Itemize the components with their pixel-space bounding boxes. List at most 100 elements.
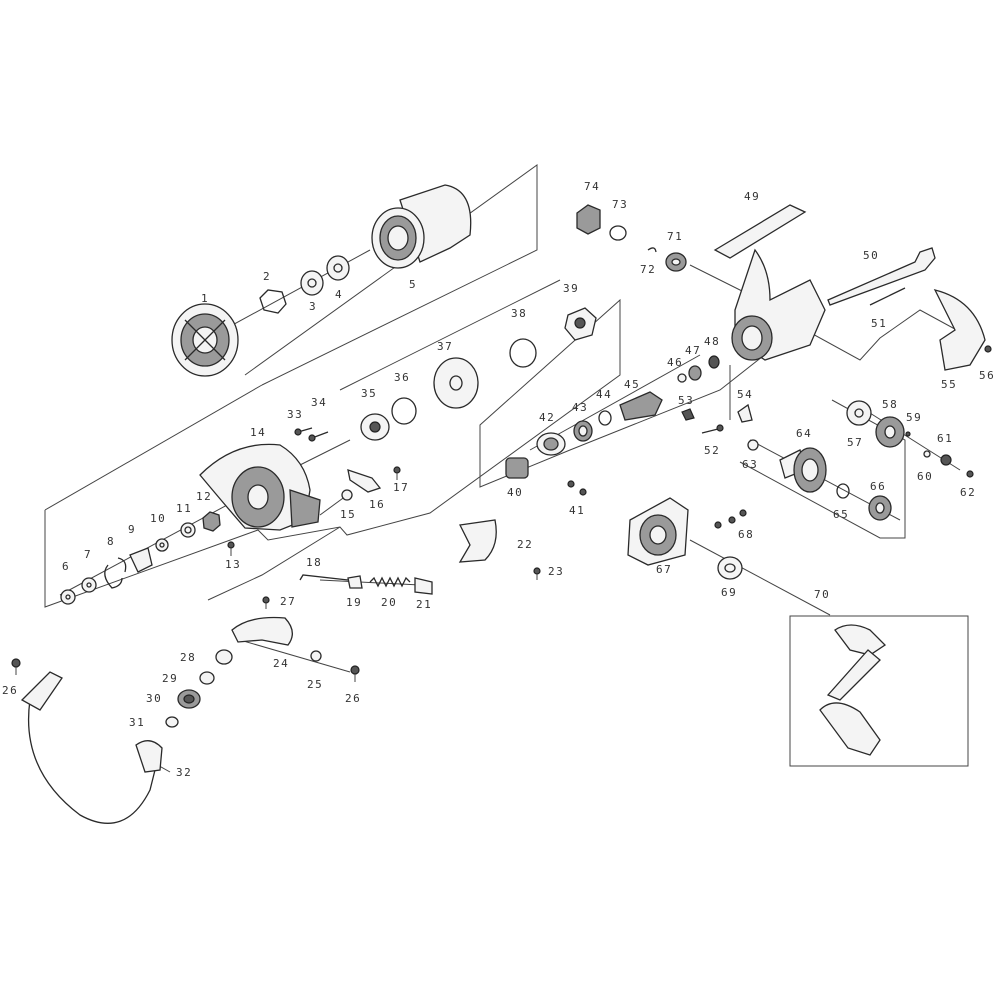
part-44-o-ring[interactable] bbox=[598, 410, 612, 426]
part-73-o-ring[interactable] bbox=[609, 225, 627, 241]
part-14-rotor[interactable] bbox=[199, 443, 321, 531]
handle-box-outline bbox=[789, 615, 969, 767]
part-10-washer[interactable] bbox=[155, 538, 169, 552]
part-31-washer[interactable] bbox=[165, 716, 179, 728]
part-8-spring[interactable] bbox=[104, 557, 127, 589]
part-66-bearing[interactable] bbox=[868, 495, 892, 521]
label-part-53: 53 bbox=[678, 394, 694, 407]
part-21-plunger[interactable] bbox=[414, 577, 433, 595]
part-42-bearing-retainer[interactable] bbox=[536, 432, 566, 456]
part-74-cap[interactable] bbox=[576, 204, 601, 235]
part-23-screw[interactable] bbox=[533, 567, 541, 580]
part-40-bushing[interactable] bbox=[505, 457, 529, 479]
label-part-55: 55 bbox=[941, 378, 957, 391]
label-part-57: 57 bbox=[847, 436, 863, 449]
label-part-6: 6 bbox=[62, 560, 70, 573]
part-54-stopper[interactable] bbox=[737, 403, 753, 423]
part-15-bushing[interactable] bbox=[341, 489, 353, 501]
part-7-washer[interactable] bbox=[81, 577, 97, 593]
label-part-3: 3 bbox=[309, 300, 317, 313]
part-68-screws[interactable] bbox=[714, 509, 747, 529]
part-1-drag-knob[interactable] bbox=[171, 303, 239, 377]
part-17-screw[interactable] bbox=[393, 466, 401, 480]
part-37-disc[interactable] bbox=[433, 357, 479, 409]
label-part-13: 13 bbox=[225, 558, 241, 571]
part-63-bushing[interactable] bbox=[747, 439, 759, 451]
part-28-bushing[interactable] bbox=[215, 649, 233, 665]
part-59-pin[interactable] bbox=[905, 431, 911, 437]
part-70-handle[interactable] bbox=[819, 624, 887, 756]
part-71-bearing[interactable] bbox=[665, 252, 687, 272]
label-part-4: 4 bbox=[335, 288, 343, 301]
part-72-clip[interactable] bbox=[647, 247, 657, 253]
part-26-screw-left[interactable] bbox=[11, 658, 21, 675]
label-part-59: 59 bbox=[906, 411, 922, 424]
part-25-collar[interactable] bbox=[310, 650, 322, 662]
part-26-screw-right[interactable] bbox=[350, 665, 360, 682]
part-64-drive-gear[interactable] bbox=[779, 447, 827, 493]
part-20-spring[interactable] bbox=[369, 576, 411, 588]
label-part-54: 54 bbox=[737, 388, 753, 401]
part-47-bearing[interactable] bbox=[688, 365, 702, 381]
part-24-bail-arm[interactable] bbox=[231, 616, 293, 646]
part-55-rotor-cover[interactable] bbox=[933, 289, 986, 371]
label-part-20: 20 bbox=[381, 596, 397, 609]
part-49-body-frame[interactable] bbox=[713, 204, 826, 361]
part-43-bearing[interactable] bbox=[573, 420, 593, 442]
part-38-o-ring[interactable] bbox=[509, 338, 537, 368]
part-51-pin[interactable] bbox=[869, 287, 906, 306]
label-part-68: 68 bbox=[738, 528, 754, 541]
part-33-screw[interactable] bbox=[294, 427, 313, 436]
part-19-link[interactable] bbox=[347, 575, 363, 589]
part-56-screw[interactable] bbox=[984, 345, 992, 353]
part-46-washer[interactable] bbox=[677, 373, 687, 383]
label-part-15: 15 bbox=[340, 508, 356, 521]
part-13-screw[interactable] bbox=[227, 541, 235, 556]
part-35-plate[interactable] bbox=[360, 413, 390, 441]
label-part-10: 10 bbox=[150, 512, 166, 525]
part-29-collar[interactable] bbox=[199, 671, 215, 685]
part-41-screws[interactable] bbox=[567, 480, 587, 496]
part-45-pinion[interactable] bbox=[619, 391, 663, 421]
part-57-washer[interactable] bbox=[846, 400, 872, 426]
label-part-69: 69 bbox=[721, 586, 737, 599]
part-58-oscillation-gear[interactable] bbox=[875, 416, 905, 448]
part-27-screw[interactable] bbox=[262, 596, 270, 609]
label-part-71: 71 bbox=[667, 230, 683, 243]
part-53-clip[interactable] bbox=[681, 408, 695, 421]
part-69-washer[interactable] bbox=[717, 556, 743, 580]
part-3-washer[interactable] bbox=[300, 270, 324, 296]
part-5-spool[interactable] bbox=[371, 184, 472, 269]
part-50-main-shaft[interactable] bbox=[827, 247, 936, 306]
part-60-washer[interactable] bbox=[923, 450, 931, 458]
label-part-26-right: 26 bbox=[345, 692, 361, 705]
part-39-nut[interactable] bbox=[564, 307, 597, 341]
part-62-screw[interactable] bbox=[966, 470, 974, 478]
part-67-side-cover[interactable] bbox=[627, 497, 689, 566]
label-part-45: 45 bbox=[624, 378, 640, 391]
part-16-arm-lever[interactable] bbox=[347, 469, 382, 493]
part-12-nut[interactable] bbox=[202, 511, 221, 532]
part-30-line-roller[interactable] bbox=[177, 689, 201, 709]
part-36-o-ring[interactable] bbox=[391, 397, 417, 425]
part-18-wire[interactable] bbox=[299, 574, 349, 581]
part-48-seal[interactable] bbox=[708, 355, 720, 369]
part-6-washer[interactable] bbox=[60, 589, 76, 605]
part-22-cover[interactable] bbox=[458, 519, 497, 563]
part-34-screw[interactable] bbox=[308, 431, 329, 442]
part-32-bail-holder-left[interactable] bbox=[20, 671, 63, 711]
part-32-bail-wire[interactable] bbox=[27, 699, 156, 824]
part-32-bail-end[interactable] bbox=[135, 740, 163, 773]
label-part-16: 16 bbox=[369, 498, 385, 511]
part-4-washer[interactable] bbox=[326, 255, 350, 281]
part-65-o-ring[interactable] bbox=[836, 483, 850, 499]
part-52-shaft[interactable] bbox=[701, 424, 724, 434]
label-part-1: 1 bbox=[201, 292, 209, 305]
part-2-clip[interactable] bbox=[259, 289, 287, 314]
part-61-bearing[interactable] bbox=[940, 454, 952, 466]
body-group-outline bbox=[44, 298, 976, 608]
part-11-washer[interactable] bbox=[180, 522, 196, 538]
part-9-pawl[interactable] bbox=[129, 547, 153, 573]
label-part-2: 2 bbox=[263, 270, 271, 283]
